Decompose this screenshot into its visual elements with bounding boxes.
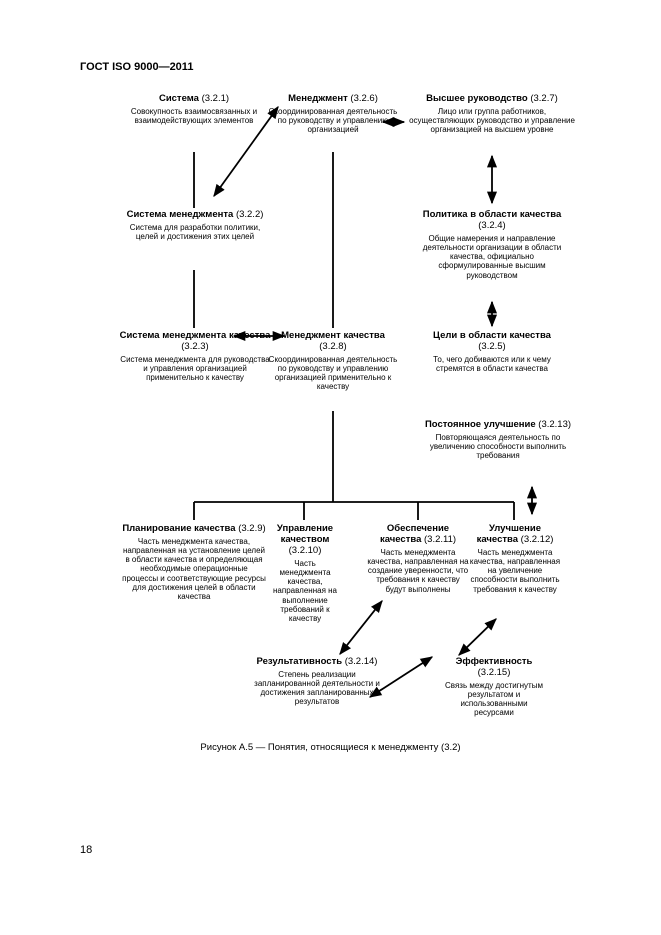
node-obespechenie: Обеспечение качества (3.2.11) Часть мене… <box>366 523 470 594</box>
node-description: Часть менеджмента качества, направленная… <box>469 547 561 594</box>
node-code: (3.2.15) <box>477 666 511 678</box>
node-code: (3.2.11) <box>424 533 457 545</box>
node-description: Скоординированная деятельность по руково… <box>268 354 398 392</box>
node-title: Система <box>158 93 199 104</box>
node-postoyannoe-uluchshenie: Постоянное улучшение (3.2.13) Повторяюща… <box>424 419 572 461</box>
node-description: Повторяющаяся деятельность по увеличению… <box>429 432 567 461</box>
node-title: Высшее руководство <box>426 93 528 104</box>
node-code: (3.2.12) <box>520 533 554 545</box>
node-effektivnost: Эффективность (3.2.15) Связь между дости… <box>440 656 548 718</box>
node-description: Степень реализации запланированной деяте… <box>254 669 380 707</box>
node-title: Эффективность <box>455 656 533 667</box>
node-uluchshenie: Улучшение качества (3.2.12) Часть менедж… <box>468 523 562 594</box>
node-title: Цели в области качества <box>433 330 551 341</box>
node-sistema: Система (3.2.1) Совокупность взаимосвяза… <box>128 93 260 126</box>
node-sistema-menedzhmenta: Система менеджмента (3.2.2) Система для … <box>126 209 264 242</box>
node-code: (3.2.10) <box>288 544 322 556</box>
node-title: Планирование качества <box>122 523 236 534</box>
node-code: (3.2.1) <box>201 93 230 104</box>
node-code: (3.2.6) <box>350 93 378 104</box>
node-description: Система для разработки политики, целей и… <box>129 222 261 242</box>
node-code: (3.2.14) <box>344 656 378 667</box>
node-title: Система менеджмента <box>126 209 234 220</box>
node-description: Связь между достигнутым результатом и ис… <box>445 680 543 718</box>
arrow-menedzhment-sm <box>213 105 279 198</box>
node-title: Постоянное улучшение <box>424 419 536 430</box>
node-title: Политика в области качества <box>422 209 562 220</box>
node-description: Система менеджмента для руководства и уп… <box>120 354 270 383</box>
node-code: (3.2.9) <box>238 523 266 534</box>
node-code: (3.2.5) <box>478 340 506 352</box>
node-title: Результативность <box>256 656 343 667</box>
node-description: Часть менеджмента качества, направленная… <box>273 558 337 623</box>
node-title: Управление качеством <box>276 523 334 545</box>
node-code: (3.2.13) <box>538 419 572 430</box>
node-description: Совокупность взаимосвязанных и взаимодей… <box>130 106 258 126</box>
node-description: Лицо или группа работников, осуществляющ… <box>409 106 575 135</box>
node-code: (3.2.8) <box>319 340 347 352</box>
arrow-uluchshenie-effektivnost <box>458 618 497 656</box>
node-title: Улучшение качества <box>476 523 542 545</box>
node-celi: Цели в области качества (3.2.5) То, чего… <box>430 330 554 374</box>
node-description: Скоординированная деятельность по руково… <box>268 106 398 135</box>
node-code: (3.2.2) <box>235 209 264 220</box>
node-code: (3.2.7) <box>530 93 558 104</box>
node-smk: Система менеджмента качества (3.2.3) Сис… <box>118 330 272 383</box>
document-header: ГОСТ ISO 9000—2011 <box>80 61 194 73</box>
node-title: Менеджмент качества <box>281 330 385 341</box>
node-description: Часть менеджмента качества, направленная… <box>122 536 266 602</box>
node-vysshee-rukovodstvo: Высшее руководство (3.2.7) Лицо или груп… <box>406 93 578 135</box>
node-description: То, чего добиваются или к чему стремятся… <box>433 354 551 374</box>
node-description: Часть менеджмента качества, направленная… <box>367 547 469 594</box>
figure-caption: Рисунок А.5 — Понятия, относящиеся к мен… <box>200 742 461 753</box>
arrow-rezultativnost-effektivnost <box>368 656 434 698</box>
node-code: (3.2.4) <box>478 219 506 231</box>
node-menedzhment-kachestva: Менеджмент качества (3.2.8) Скоординиров… <box>268 330 398 392</box>
node-upravlenie: Управление качеством (3.2.10) Часть мене… <box>270 523 340 623</box>
node-title: Обеспечение качества <box>379 523 450 545</box>
node-planirovanie: Планирование качества (3.2.9) Часть мене… <box>122 523 266 602</box>
node-menedzhment: Менеджмент (3.2.6) Скоординированная дея… <box>264 93 402 135</box>
node-politika: Политика в области качества (3.2.4) Общи… <box>418 209 566 280</box>
node-title: Система менеджмента качества <box>119 330 271 341</box>
node-title: Менеджмент <box>288 93 348 104</box>
node-description: Общие намерения и направление деятельнос… <box>422 233 562 280</box>
page-number: 18 <box>80 844 93 856</box>
arrow-obespechenie-rezultativnost <box>339 600 383 655</box>
node-rezultativnost: Результативность (3.2.14) Степень реализ… <box>250 656 384 707</box>
node-code: (3.2.3) <box>181 340 209 352</box>
